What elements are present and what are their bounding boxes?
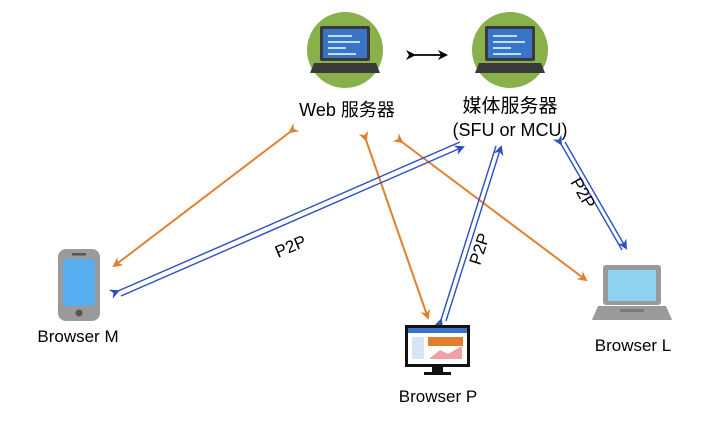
laptop-icon xyxy=(592,265,672,320)
media-server-laptop-icon xyxy=(472,12,548,88)
browser-l-label: Browser L xyxy=(595,336,672,355)
browser-m-label: Browser M xyxy=(37,327,118,346)
signal-arrow-web-m xyxy=(112,123,300,268)
browser-p-label: Browser P xyxy=(399,387,477,406)
signal-arrow-web-l xyxy=(392,133,588,282)
web-server-laptop-icon xyxy=(307,12,383,88)
media-arrow-l xyxy=(552,134,627,251)
p2p-label-m: P2P xyxy=(272,232,309,262)
media-server-sublabel: (SFU or MCU) xyxy=(453,120,568,140)
monitor-icon xyxy=(405,325,470,375)
web-server-label: Web 服务器 xyxy=(299,100,395,120)
p2p-label-p: P2P xyxy=(466,231,494,267)
media-arrow-p xyxy=(433,145,504,330)
media-arrow-m xyxy=(108,141,465,299)
media-server-label: 媒体服务器 xyxy=(462,95,557,117)
phone-icon xyxy=(58,249,100,321)
p2p-label-l: P2P xyxy=(567,175,600,212)
